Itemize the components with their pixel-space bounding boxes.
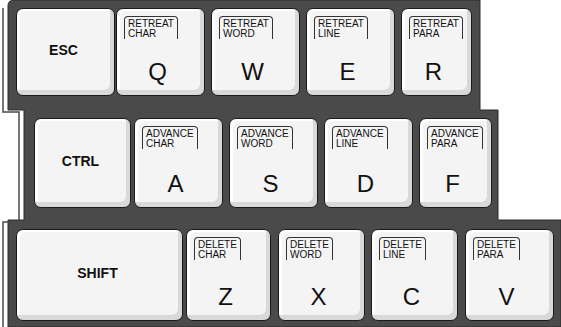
function-label: DELETE PARA (473, 237, 520, 260)
key-letter: W (212, 59, 293, 85)
key-name: SHIFT (17, 230, 178, 316)
key-letter: S (230, 171, 311, 197)
key-letter: X (279, 284, 358, 310)
key-cap: DELETE WORD X (278, 229, 365, 321)
function-label: RETREAT LINE (314, 16, 368, 39)
key-cap: ADVANCE CHAR A (134, 118, 223, 208)
key-cap: ESC (16, 8, 115, 96)
key-cap: RETREAT WORD W (211, 8, 300, 96)
function-label: DELETE CHAR (194, 237, 241, 260)
key-cap: ADVANCE LINE D (324, 118, 413, 208)
key-name: ESC (17, 9, 110, 91)
function-label: RETREAT PARA (409, 16, 463, 39)
key-name: CTRL (35, 119, 126, 203)
key-letter: E (307, 59, 388, 85)
function-label: ADVANCE LINE (332, 126, 388, 149)
key-cap: DELETE PARA V (465, 229, 554, 321)
function-label: ADVANCE WORD (237, 126, 293, 149)
function-label: RETREAT CHAR (124, 16, 178, 39)
key-letter: C (372, 284, 451, 310)
key-cap: RETREAT LINE E (306, 8, 395, 96)
keyboard-housing (8, 0, 561, 327)
key-cap: RETREAT CHAR Q (116, 8, 205, 96)
key-letter: V (466, 284, 547, 310)
key-letter: Q (117, 59, 198, 85)
key-letter: D (325, 171, 406, 197)
key-letter: Z (187, 284, 264, 310)
key-cap: DELETE LINE C (371, 229, 458, 321)
key-letter: A (135, 171, 216, 197)
function-label: RETREAT WORD (219, 16, 273, 39)
key-letter: R (402, 59, 465, 85)
key-letter: F (420, 171, 485, 197)
function-label: ADVANCE PARA (427, 126, 483, 149)
function-label: DELETE LINE (379, 237, 426, 260)
key-cap: RETREAT PARA R (401, 8, 472, 96)
function-label: ADVANCE CHAR (142, 126, 198, 149)
key-cap: ADVANCE WORD S (229, 118, 318, 208)
key-cap: ADVANCE PARA F (419, 118, 492, 208)
key-cap: DELETE CHAR Z (186, 229, 271, 321)
key-cap: CTRL (34, 118, 131, 208)
key-cap: SHIFT (16, 229, 183, 321)
function-label: DELETE WORD (286, 237, 333, 260)
